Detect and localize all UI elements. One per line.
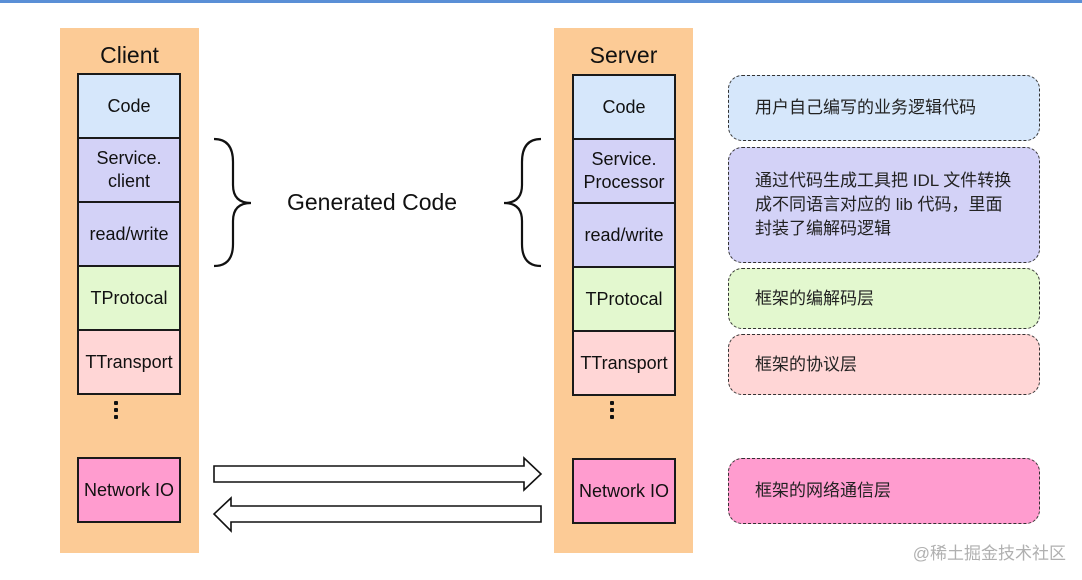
watermark: @稀土掘金技术社区 [912, 544, 1066, 563]
client-title: Client [100, 42, 159, 68]
client-readwrite-layer: read/write [77, 201, 181, 267]
note-protocol-text: 框架的编解码层 [755, 288, 874, 308]
note-network-text: 框架的网络通信层 [755, 481, 891, 500]
right-brace-icon [213, 137, 252, 268]
top-border-line [0, 0, 1082, 3]
request-arrow-icon [213, 456, 543, 492]
left-brace-icon [503, 137, 542, 268]
client-ellipsis [111, 401, 121, 422]
note-network-layer: 框架的网络通信层 [728, 458, 1040, 524]
server-transport-layer: TTransport [572, 330, 676, 396]
note-generated-code: 通过代码生成工具把 IDL 文件转换成不同语言对应的 lib 代码，里面封装了编… [728, 147, 1040, 263]
response-arrow-icon [212, 496, 542, 533]
note-transport-text: 框架的协议层 [755, 354, 857, 374]
note-generated-code-text: 通过代码生成工具把 IDL 文件转换成不同语言对应的 lib 代码，里面封装了编… [755, 171, 1012, 238]
client-service-layer: Service. client [77, 137, 181, 203]
note-protocol-layer: 框架的编解码层 [728, 268, 1040, 329]
note-business-code-text: 用户自己编写的业务逻辑代码 [755, 98, 976, 117]
client-protocol-layer: TProtocal [77, 265, 181, 331]
generated-code-label: Generated Code [287, 189, 458, 215]
client-network-layer: Network IO [77, 457, 181, 523]
server-readwrite-layer: read/write [572, 202, 676, 268]
note-transport-layer: 框架的协议层 [728, 334, 1040, 395]
server-ellipsis [607, 401, 617, 422]
server-code-layer: Code [572, 74, 676, 140]
note-business-code: 用户自己编写的业务逻辑代码 [728, 75, 1040, 141]
server-title: Server [589, 42, 658, 68]
server-service-layer: Service. Processor [572, 138, 676, 204]
client-transport-layer: TTransport [77, 329, 181, 395]
server-network-layer: Network IO [572, 458, 676, 524]
